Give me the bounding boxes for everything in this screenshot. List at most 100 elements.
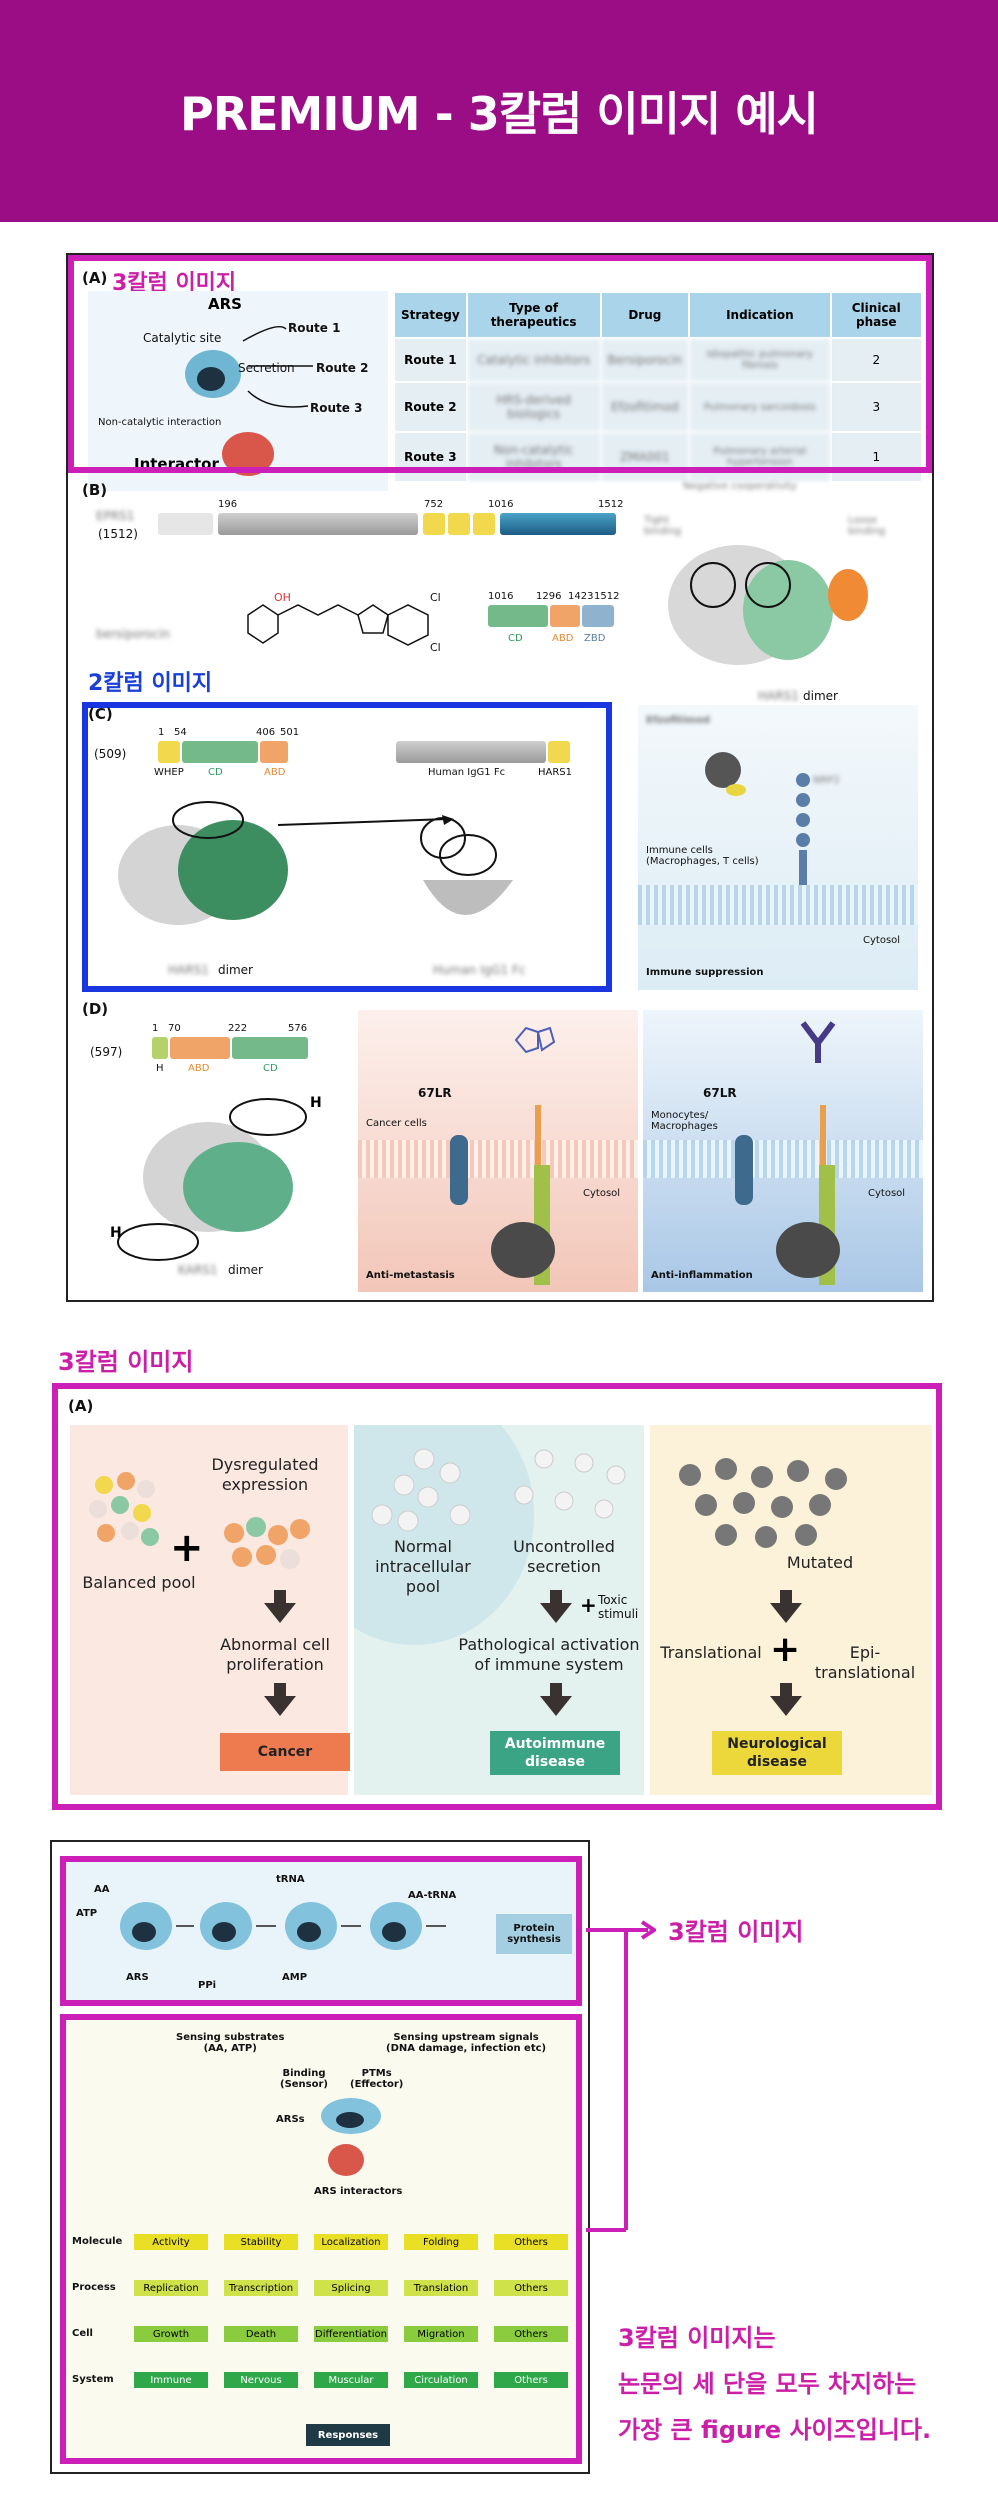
table-cell: Idiopathic pulmonary fibrosis bbox=[690, 339, 830, 381]
h-helix-label-2: H bbox=[110, 1225, 122, 1241]
cytosol-d2-label: Cytosol bbox=[868, 1188, 906, 1199]
kars-cd-domain bbox=[232, 1037, 308, 1059]
eprs-pos-1016: 1016 bbox=[488, 499, 514, 510]
cl-label-1: Cl bbox=[430, 591, 441, 604]
prs-pos-1512: 1512 bbox=[594, 591, 620, 602]
chip-translation: Translation bbox=[404, 2280, 478, 2296]
cancer-box: Cancer bbox=[220, 1733, 350, 1771]
kars-dimer-name: KARS1 bbox=[178, 1263, 218, 1277]
chip-activity: Activity bbox=[134, 2234, 208, 2250]
table-row: Route 2 HRS-derived biologics Efzofitimo… bbox=[395, 383, 921, 431]
table-header: Strategy bbox=[395, 293, 466, 337]
abd-label: ABD bbox=[552, 633, 574, 644]
hars-abd-domain bbox=[260, 741, 288, 763]
arrow-down-3b bbox=[770, 1696, 802, 1716]
note-line-2: 논문의 세 단을 모두 차지하는 bbox=[618, 2370, 917, 2398]
cytosol-c-label: Cytosol bbox=[863, 935, 901, 946]
chip-immune: Immune bbox=[134, 2372, 208, 2388]
table-cell: Route 2 bbox=[395, 383, 466, 431]
arss-enzyme-icon bbox=[321, 2098, 381, 2176]
plus-icon-1: + bbox=[170, 1525, 204, 1571]
membrane-d2 bbox=[643, 1140, 923, 1178]
prs-pos-1423: 1423 bbox=[568, 591, 594, 602]
prs-pos-1016: 1016 bbox=[488, 591, 514, 602]
eprs-domain-gray1 bbox=[158, 513, 213, 535]
eprs-domain-blue bbox=[500, 513, 616, 535]
kars-length: (597) bbox=[90, 1045, 123, 1059]
arrow-stem-1a bbox=[274, 1590, 286, 1604]
table-cell: Route 1 bbox=[395, 339, 466, 381]
anti-metastasis-panel: 67LR Cancer cells Cytosol Anti-metastasi… bbox=[358, 1010, 638, 1292]
hars-pos-501: 501 bbox=[280, 727, 300, 738]
abd-d-label: ABD bbox=[188, 1063, 210, 1074]
chip-localization: Localization bbox=[314, 2234, 388, 2250]
row-label-molecule: Molecule bbox=[72, 2236, 123, 2247]
abd-c-label: ABD bbox=[264, 767, 286, 778]
membrane-c bbox=[638, 885, 918, 925]
eprs-pos-196: 196 bbox=[218, 499, 238, 510]
two-column-highlight bbox=[82, 702, 612, 992]
chip-transcription: Transcription bbox=[224, 2280, 298, 2296]
fc-fusion-structure-icon bbox=[420, 817, 513, 915]
protein-synthesis-box: Protein synthesis bbox=[496, 1914, 572, 1954]
prs-cd-domain bbox=[488, 605, 548, 627]
trna-label: tRNA bbox=[276, 1874, 305, 1885]
section2-label: 3칼럼 이미지 bbox=[58, 1348, 194, 1376]
route3-label: Route 3 bbox=[310, 401, 363, 415]
chip-muscular: Muscular bbox=[314, 2372, 388, 2388]
cd-label: CD bbox=[508, 633, 523, 644]
three-column-highlight bbox=[68, 255, 932, 473]
zbd-label: ZBD bbox=[584, 633, 606, 644]
translational-label: Translational bbox=[660, 1643, 762, 1662]
section2-panel-a: (A) bbox=[68, 1397, 94, 1415]
sensing-upstream-label: Sensing upstream signals (DNA damage, in… bbox=[386, 2032, 547, 2054]
row-label-process: Process bbox=[72, 2282, 116, 2293]
therapeutics-table-wrap: Strategy Type of therapeutics Drug Indic… bbox=[393, 291, 923, 483]
table-cell: Route 3 bbox=[395, 433, 466, 481]
hars-pos-1: 1 bbox=[158, 727, 165, 738]
arrow-stem-2a bbox=[550, 1590, 562, 1604]
chip-others-process: Others bbox=[494, 2280, 568, 2296]
note-line-3: 가장 큰 figure 사이즈입니다. bbox=[618, 2416, 932, 2444]
chip-others-system: Others bbox=[494, 2372, 568, 2388]
tight-binding-label: Tight binding bbox=[644, 515, 682, 537]
kars-pos-70: 70 bbox=[168, 1023, 181, 1034]
table-cell: HRS-derived biologics bbox=[467, 383, 600, 431]
panel-c-label: (C) bbox=[88, 705, 113, 723]
immune-suppression-label: Immune suppression bbox=[646, 967, 764, 978]
pathological-activation-label: Pathological activation of immune system bbox=[458, 1635, 640, 1674]
kars-dimer-label: dimer bbox=[228, 1263, 263, 1277]
table-cell: Efzofitimod bbox=[601, 383, 689, 431]
two-column-label: 2칼럼 이미지 bbox=[88, 671, 213, 696]
panel-d-label: (D) bbox=[82, 1000, 109, 1018]
immune-suppression-panel: Efzofitimod NRP2 Immune cells (Macrophag… bbox=[638, 705, 918, 990]
row-label-cell: Cell bbox=[72, 2328, 93, 2339]
plus-icon-3: + bbox=[770, 1629, 801, 1670]
human-fc-label: Human IgG1 Fc bbox=[428, 767, 506, 778]
arrow-down-1b bbox=[264, 1696, 296, 1716]
table-cell: Catalytic inhibitors bbox=[467, 339, 600, 381]
bersiporocin-structure-icon bbox=[247, 604, 429, 646]
sensing-substrates-label: Sensing substrates (AA, ATP) bbox=[176, 2032, 285, 2054]
hars-length: (509) bbox=[94, 747, 127, 761]
prs-abd-domain bbox=[550, 605, 580, 627]
efzofitimod-icon bbox=[705, 752, 746, 796]
kars-abd-domain bbox=[170, 1037, 230, 1059]
dysregulated-label: Dysregulated expression bbox=[211, 1455, 319, 1494]
responses-box: Responses bbox=[306, 2424, 390, 2446]
section3-label: 3칼럼 이미지 bbox=[668, 1918, 804, 1946]
kars-dimer-structure-icon bbox=[117, 1098, 307, 1261]
panel-b-label: (B) bbox=[82, 481, 108, 499]
cl-label-2: Cl bbox=[430, 641, 441, 654]
eprs-domain-gray2 bbox=[218, 513, 418, 535]
hars-pos-54: 54 bbox=[174, 727, 187, 738]
arrow-down-2b bbox=[540, 1696, 572, 1716]
arss-label: ARSs bbox=[276, 2114, 305, 2125]
normal-pool-label: Normal intracellular pool bbox=[375, 1537, 471, 1596]
ars-cycle-icons bbox=[120, 1902, 446, 1950]
section2-highlight: (A) + Dysregulated expression Balanced p… bbox=[52, 1383, 942, 1810]
eprs-length: (1512) bbox=[98, 527, 138, 541]
table-cell: ZMA001 bbox=[601, 433, 689, 481]
arrow-stem-3a bbox=[780, 1590, 792, 1604]
autoimmune-box: Autoimmune disease bbox=[490, 1731, 620, 1775]
